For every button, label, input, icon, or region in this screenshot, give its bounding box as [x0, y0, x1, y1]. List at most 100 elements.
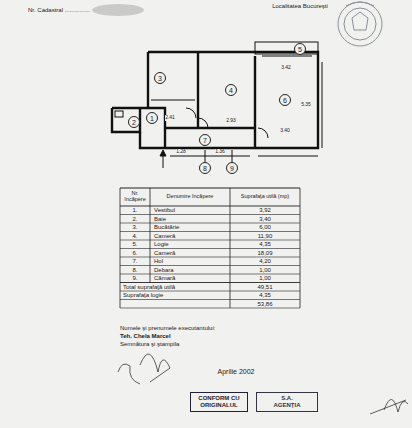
callout-number: 5	[298, 46, 302, 53]
dimension: 2.41	[165, 114, 175, 120]
text-label: Localitatea Bucureşti	[272, 3, 328, 9]
text-label: Semnătura şi ştampila	[120, 341, 179, 347]
table-line	[120, 188, 300, 189]
text-label: 2.41	[165, 115, 175, 120]
text-label: Nr. Cadastral ...............	[28, 7, 90, 13]
text-label: 6.	[132, 250, 137, 256]
table-cell: 18,09	[257, 250, 272, 256]
text-label: 18,09	[257, 250, 272, 256]
table-line	[120, 282, 300, 283]
signature	[118, 354, 408, 414]
table-cell: 4.	[132, 233, 137, 239]
room-callout: 4	[225, 84, 237, 96]
table-line	[120, 257, 300, 258]
text-label: 6,00	[259, 224, 271, 230]
table-cell: 8.	[132, 267, 137, 273]
table-cell: 7.	[132, 258, 137, 264]
table-line	[120, 206, 300, 207]
text-label: Denumire încăpere	[152, 194, 228, 200]
table-cell: 1,00	[259, 275, 271, 281]
dimension: 2.93	[226, 117, 236, 123]
table-line	[120, 223, 300, 224]
text-label: Debara	[154, 267, 174, 273]
callout-number: 1	[150, 115, 154, 122]
text-label: 1.	[132, 207, 137, 213]
room-callout: 9	[226, 162, 238, 174]
callout-number: 7	[203, 137, 207, 144]
walls	[112, 52, 318, 148]
table-line	[120, 188, 121, 308]
table-cell: Nr. încăpere	[124, 190, 145, 202]
table-cell: Suprafaţa utilă (mp)	[241, 193, 289, 199]
stamp-text: S.A.	[260, 395, 314, 402]
plan-details	[115, 42, 322, 168]
text-label: Bucătărie	[154, 224, 179, 230]
text-label: 53,86	[257, 301, 272, 307]
table-cell: Debara	[154, 267, 174, 273]
table-cell: 9.	[132, 275, 137, 281]
callout-number: 6	[283, 97, 287, 104]
text-label: 3,40	[259, 216, 271, 222]
table-line	[120, 214, 300, 215]
text-label: 3.	[132, 224, 137, 230]
table-cell: 6.	[132, 250, 137, 256]
dimension: 1.36	[215, 148, 225, 154]
round-stamp	[338, 2, 382, 46]
table-line	[300, 188, 301, 308]
table-cell: 5.	[132, 241, 137, 247]
table-line	[120, 274, 300, 275]
table-cell: Cămară	[154, 275, 175, 281]
text-label: Teh. Chela Marcel	[120, 333, 171, 339]
table-cell: Baie	[154, 216, 166, 222]
text-label: 4,20	[259, 258, 271, 264]
dimension: 5.35	[301, 101, 311, 107]
stamp-text: AGENŢIA	[260, 402, 314, 409]
text-label: Nr. Cadastral ...............	[28, 7, 90, 13]
room-callout: 6	[279, 94, 291, 106]
text-label: 4,35	[259, 292, 271, 298]
callout-number: 4	[229, 87, 233, 94]
table-line	[120, 265, 300, 266]
room-callout: 3	[154, 72, 166, 84]
text-label: Baie	[154, 216, 166, 222]
dimension: 3.42	[281, 64, 291, 70]
table-cell: 53,86	[257, 301, 272, 307]
text-label: Localitatea Bucureşti	[272, 3, 328, 9]
callout-number: 3	[158, 75, 162, 82]
text-label: Hol	[154, 258, 163, 264]
table-cell: 1.	[132, 207, 137, 213]
blurred-area	[92, 4, 144, 16]
text-label: 9.	[132, 275, 137, 281]
room-callout: 2	[128, 116, 140, 128]
callout-number: 2	[132, 119, 136, 126]
text-label: Teh. Chela Marcel	[120, 333, 171, 339]
text-label: Numele şi prenumele executantului:	[120, 325, 215, 331]
table-line	[120, 299, 300, 300]
text-label: 11,90	[258, 233, 273, 239]
text-label: 1,00	[259, 275, 271, 281]
dimension: 3.40	[280, 127, 290, 133]
table-cell: 4,20	[259, 258, 271, 264]
table-cell: Denumire încăpere	[167, 193, 214, 199]
stamp-box: CONFORM CU ORIGINALUL	[190, 392, 248, 412]
text-label: 2.	[132, 216, 137, 222]
table-cell: Cameră	[154, 233, 175, 239]
table-line	[150, 188, 151, 283]
table-cell: 3,92	[259, 207, 271, 213]
text-label: Vestibul	[154, 207, 175, 213]
text-label: 3.40	[280, 128, 290, 133]
text-label: Cameră	[154, 250, 175, 256]
callout-number: 9	[230, 165, 234, 172]
text-label: Aprilie 2002	[218, 368, 255, 375]
room-callout: 5	[294, 43, 306, 55]
table-cell: Total suprafaţă utilă	[123, 284, 175, 290]
table-cell: 6,00	[259, 224, 271, 230]
text-label: Semnătura şi ştampila	[120, 341, 179, 347]
table-cell: 11,90	[258, 233, 273, 239]
text-label: Nr. încăpere	[121, 191, 149, 203]
table-line	[120, 291, 300, 292]
text-label: 3,92	[259, 207, 271, 213]
table-cell: 3.	[132, 224, 137, 230]
text-label: 4,35	[259, 241, 271, 247]
